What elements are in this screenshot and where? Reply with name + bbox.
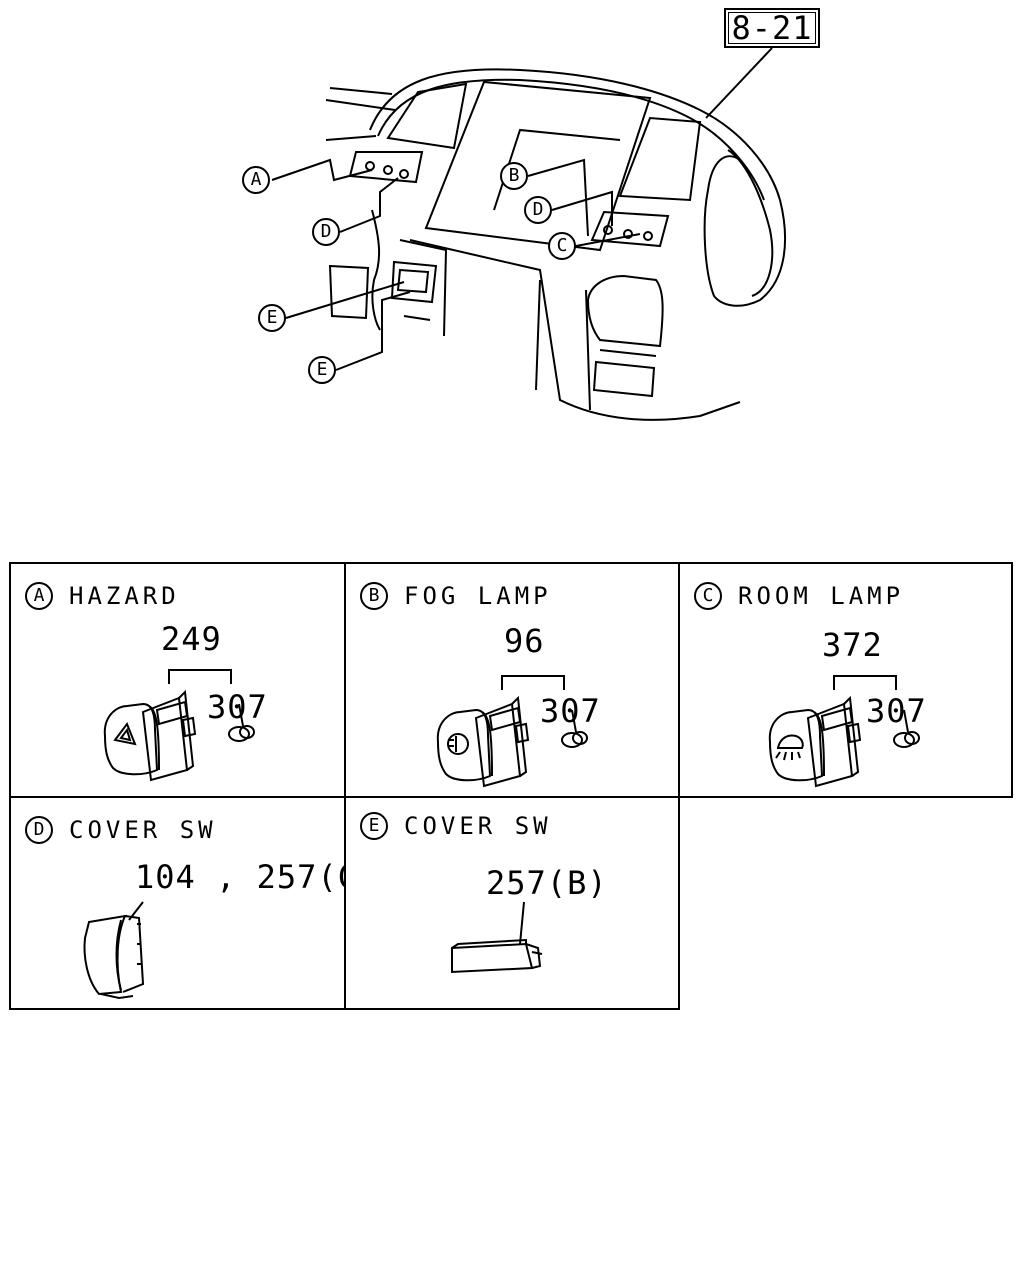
- cell-title-text: COVER SW: [404, 812, 552, 840]
- leader-b: [527, 158, 589, 237]
- left-gauge-window: [386, 82, 468, 150]
- part-number-cover: 257(B): [484, 864, 610, 902]
- callout-a: A: [242, 166, 270, 194]
- cell-title-text: ROOM LAMP: [738, 582, 905, 610]
- right-switch-cluster: [590, 210, 670, 248]
- cover-switch-d-illustration: [83, 901, 145, 1000]
- fog-lamp-switch-illustration: [436, 675, 588, 788]
- part-number-bulb: 307: [205, 688, 270, 726]
- cell-title: A HAZARD: [25, 582, 180, 610]
- left-vent: [328, 264, 370, 320]
- room-lamp-icon: [776, 734, 804, 749]
- part-number-cover: 104 , 257(C): [133, 858, 381, 896]
- leader-d-left: [339, 177, 399, 233]
- right-gauge-window: [618, 116, 702, 202]
- cell-title: C ROOM LAMP: [694, 582, 904, 610]
- cell-letter-badge: C: [694, 582, 722, 610]
- cell-room-lamp: C ROOM LAMP 372 307: [678, 562, 1013, 798]
- center-display: [424, 80, 652, 252]
- leader-e-upper: [285, 281, 405, 319]
- hazard-switch-illustration: [103, 669, 255, 782]
- room-lamp-switch-illustration: [768, 675, 920, 788]
- reference-number-box: 8-21: [724, 8, 820, 48]
- leader-d-right: [551, 190, 613, 226]
- part-number-bulb: 307: [864, 692, 929, 730]
- callout-e-upper: E: [258, 304, 286, 332]
- part-number-bulb: 307: [538, 692, 603, 730]
- cell-fog-lamp: B FOG LAMP 96 307: [344, 562, 680, 798]
- leader-a: [271, 158, 373, 182]
- bracket: [833, 675, 897, 690]
- cell-title: B FOG LAMP: [360, 582, 552, 610]
- cell-letter-badge: B: [360, 582, 388, 610]
- parts-table: A HAZARD 249 307 B FOG LAMP 96 307: [9, 562, 1013, 1010]
- part-number-switch: 372: [820, 626, 885, 664]
- part-number-switch: 249: [159, 620, 224, 658]
- dashboard-illustration: [271, 47, 786, 421]
- callout-e-lower: E: [308, 356, 336, 384]
- bracket: [501, 675, 565, 690]
- leader-e-lower: [335, 291, 411, 371]
- cell-title-text: COVER SW: [69, 816, 217, 844]
- bracket: [168, 669, 232, 684]
- leader-c: [575, 233, 641, 247]
- cell-letter-badge: D: [25, 816, 53, 844]
- cell-title-text: FOG LAMP: [404, 582, 552, 610]
- dash-top-outline: [369, 68, 781, 201]
- callout-c: C: [548, 232, 576, 260]
- cell-letter-badge: A: [25, 582, 53, 610]
- callout-d-right: D: [524, 196, 552, 224]
- cell-cover-switch-e: E COVER SW 257(B): [344, 796, 680, 1010]
- cell-letter-badge: E: [360, 812, 388, 840]
- part-number-switch: 96: [502, 622, 547, 660]
- cell-title: E COVER SW: [360, 812, 552, 840]
- cover-switch-e-illustration: [451, 901, 543, 974]
- callout-b: B: [500, 162, 528, 190]
- cell-title-text: HAZARD: [69, 582, 180, 610]
- center-console: [586, 274, 664, 348]
- cell-cover-switch-d: D COVER SW 104 , 257(C): [9, 796, 381, 1010]
- callout-d-left: D: [312, 218, 340, 246]
- fog-lamp-icon: [447, 733, 469, 755]
- cell-title: D COVER SW: [25, 816, 217, 844]
- leader-ref: [705, 47, 773, 119]
- dash-top-outline-inner: [377, 78, 765, 201]
- hazard-triangle-icon: [113, 721, 137, 746]
- cell-hazard: A HAZARD 249 307: [9, 562, 346, 798]
